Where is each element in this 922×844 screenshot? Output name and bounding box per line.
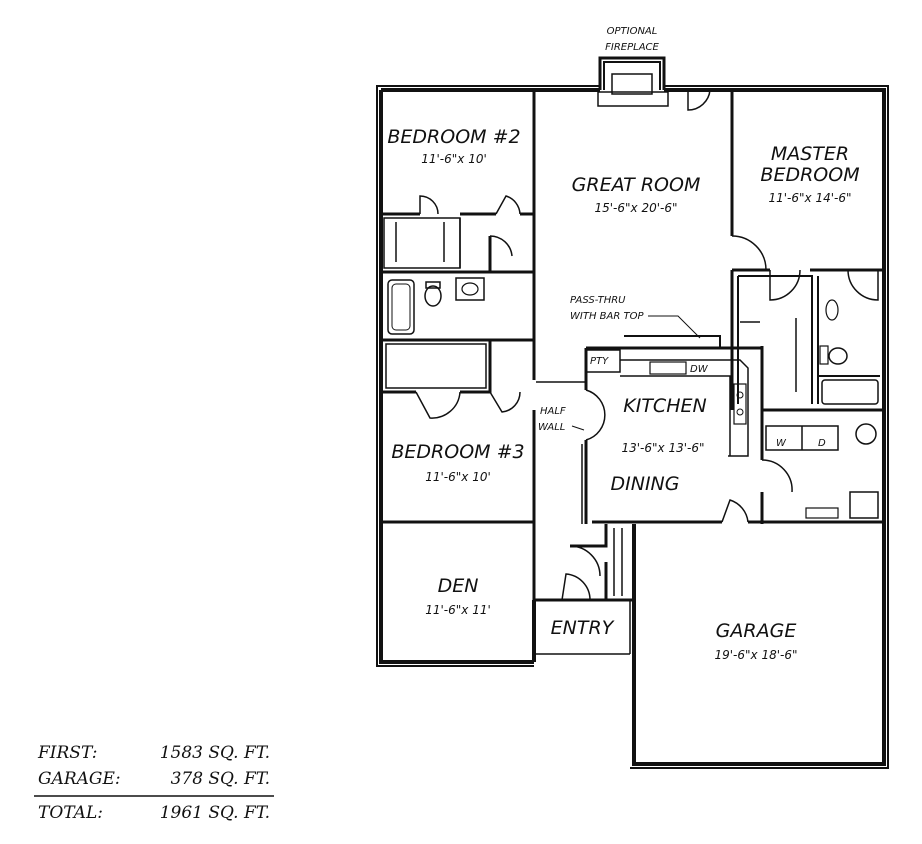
- area-garage-label: GARAGE:: [38, 769, 121, 789]
- kitchen-size: 13'-6"x 13'-6": [621, 441, 704, 455]
- garage-size: 19'-6"x 18'-6": [714, 648, 797, 662]
- dishwasher-label: DW: [690, 364, 709, 375]
- master-bedroom-label-line1: MASTER: [771, 143, 849, 165]
- pantry-label: PTY: [590, 356, 609, 367]
- bedroom3-label: BEDROOM #3: [391, 441, 524, 463]
- door-swings: [415, 89, 879, 601]
- area-summary: FIRST: 1583 SQ. FT. GARAGE: 378 SQ. FT. …: [34, 743, 274, 823]
- entry-label: ENTRY: [551, 617, 615, 639]
- den-label: DEN: [438, 575, 479, 597]
- area-first-label: FIRST:: [37, 743, 97, 763]
- interior-walls: [381, 90, 884, 655]
- fireplace: [597, 56, 669, 107]
- master-bedroom-label-line2: BEDROOM: [760, 164, 859, 186]
- washer-label: W: [776, 438, 787, 449]
- fireplace-note-line2: FIREPLACE: [605, 42, 659, 53]
- kitchen-label: KITCHEN: [623, 395, 706, 417]
- area-total-label: TOTAL:: [38, 803, 103, 823]
- half-wall-leader: [571, 425, 585, 431]
- bedroom2-label: BEDROOM #2: [387, 126, 520, 148]
- pass-thru-leader: [648, 315, 701, 339]
- dryer-label: D: [818, 438, 826, 449]
- fireplace-note-line1: OPTIONAL: [607, 26, 658, 37]
- master-bedroom-size: 11'-6"x 14'-6": [768, 191, 851, 205]
- bedroom2-size: 11'-6"x 10': [421, 152, 487, 166]
- dining-label: DINING: [611, 473, 680, 495]
- den-size: 11'-6"x 11': [425, 603, 491, 617]
- garage-label: GARAGE: [716, 620, 797, 642]
- pass-thru-note-line1: PASS-THRU: [570, 295, 626, 306]
- area-garage-value: 378 SQ. FT.: [171, 769, 270, 789]
- great-room-size: 15'-6"x 20'-6": [594, 201, 677, 215]
- exterior-walls: [376, 85, 889, 769]
- half-wall-note-line1: HALF: [540, 406, 566, 417]
- great-room-label: GREAT ROOM: [572, 174, 701, 196]
- area-first-value: 1583 SQ. FT.: [160, 743, 270, 763]
- pass-thru-note-line2: WITH BAR TOP: [570, 311, 644, 322]
- area-total-value: 1961 SQ. FT.: [160, 803, 270, 823]
- bedroom3-size: 11'-6"x 10': [425, 470, 491, 484]
- half-wall-note-line2: WALL: [538, 422, 565, 433]
